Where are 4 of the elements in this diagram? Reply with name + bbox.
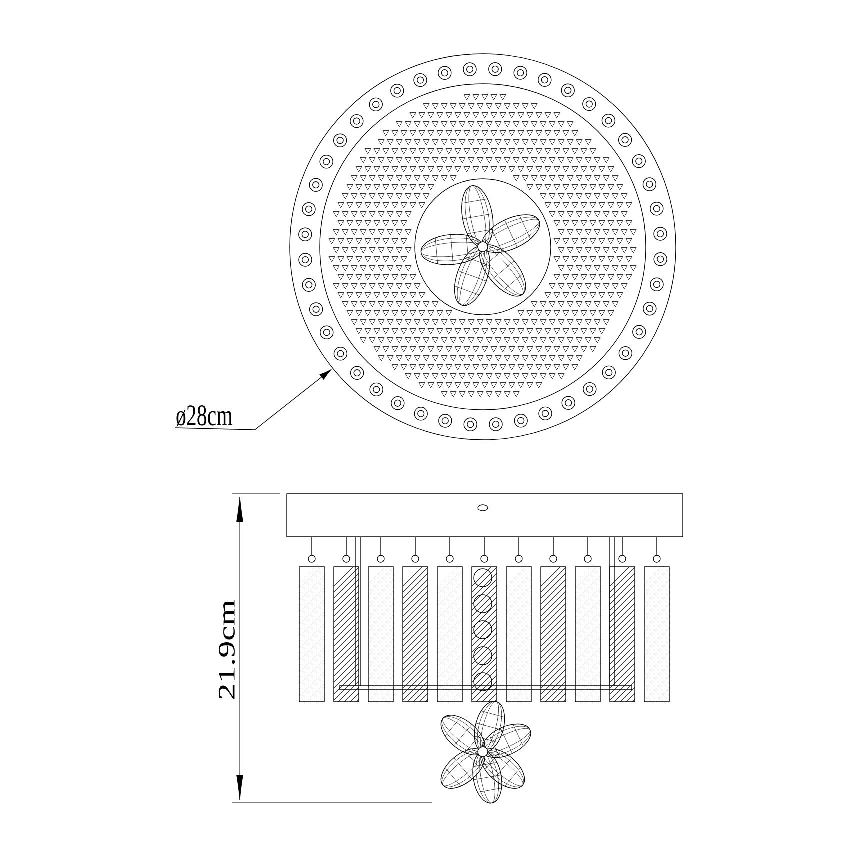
lamp-top-view-drawing [290, 54, 676, 440]
leader-line [174, 370, 332, 430]
dimension-label: 21.9cm [219, 600, 236, 699]
dimension-label: ø28cm [176, 406, 233, 427]
